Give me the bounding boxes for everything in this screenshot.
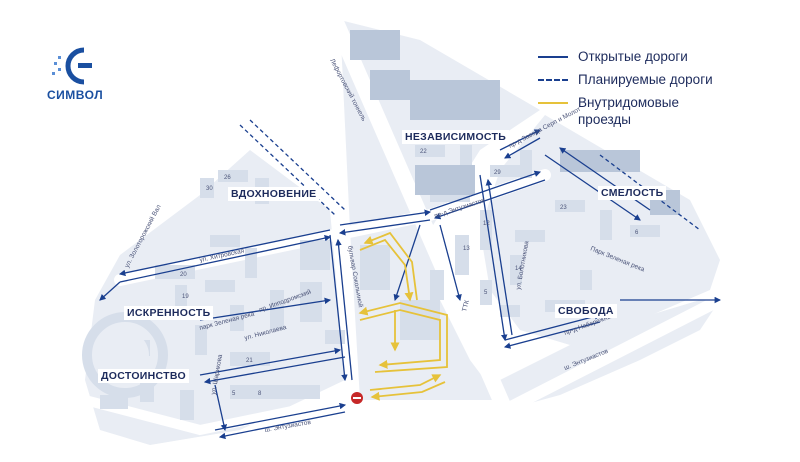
building-number: 14 bbox=[515, 266, 522, 272]
district-vdokhnovenie: ВДОХНОВЕНИЕ bbox=[228, 187, 320, 201]
building-number: 26 bbox=[224, 175, 231, 181]
internal-roads bbox=[358, 231, 448, 401]
planned-roads bbox=[239, 119, 701, 231]
no-entry-sign-icon bbox=[351, 392, 363, 404]
legend-label: Планируемые дороги bbox=[578, 72, 713, 87]
building-number: 13 bbox=[463, 246, 470, 252]
legend-swatch-solid bbox=[538, 56, 568, 58]
open-roads bbox=[99, 129, 722, 440]
street-tkk: ТТК bbox=[461, 299, 471, 312]
building-number: 30 bbox=[206, 186, 213, 192]
building-number: 5 bbox=[232, 391, 236, 397]
building-number: 5 bbox=[484, 290, 488, 296]
legend-swatch-dashed bbox=[538, 79, 568, 81]
building-number: 20 bbox=[180, 272, 187, 278]
logo-text: СИМВОЛ bbox=[47, 88, 104, 102]
street-entuziastov-sh: ш. Энтузиастов bbox=[264, 419, 312, 434]
district-iskrennost: ИСКРЕННОСТЬ bbox=[124, 306, 214, 320]
district-smelost: СМЕЛОСТЬ bbox=[598, 186, 667, 200]
district-svoboda: СВОБОДА bbox=[555, 304, 617, 318]
legend-item-open-roads: Открытые дороги bbox=[538, 48, 788, 65]
building-number: 29 bbox=[494, 170, 501, 176]
building-number: 21 bbox=[246, 358, 253, 364]
building-number: 22 bbox=[420, 149, 427, 155]
building-number: 6 bbox=[635, 230, 639, 236]
legend-swatch-yellow bbox=[538, 102, 568, 104]
building-number: 23 bbox=[560, 205, 567, 211]
district-nezavisimost: НЕЗАВИСИМОСТЬ bbox=[402, 130, 510, 144]
legend-item-planned-roads: Планируемые дороги bbox=[538, 71, 788, 88]
legend-label: Внутридомовые проезды bbox=[578, 95, 679, 127]
building-number: 12 bbox=[483, 221, 490, 227]
legend: Открытые дороги Планируемые дороги Внутр… bbox=[538, 48, 788, 134]
building-number: 19 bbox=[182, 294, 189, 300]
symbol-logo-icon bbox=[52, 47, 92, 85]
building-number: 8 bbox=[258, 391, 262, 397]
legend-item-internal-roads: Внутридомовые проезды bbox=[538, 94, 788, 128]
legend-label: Открытые дороги bbox=[578, 49, 688, 64]
building-numbers: 30 26 19 20 21 5 8 22 29 13 12 14 5 23 6 bbox=[180, 149, 639, 397]
district-dostoinstvo: ДОСТОИНСТВО bbox=[98, 369, 189, 383]
